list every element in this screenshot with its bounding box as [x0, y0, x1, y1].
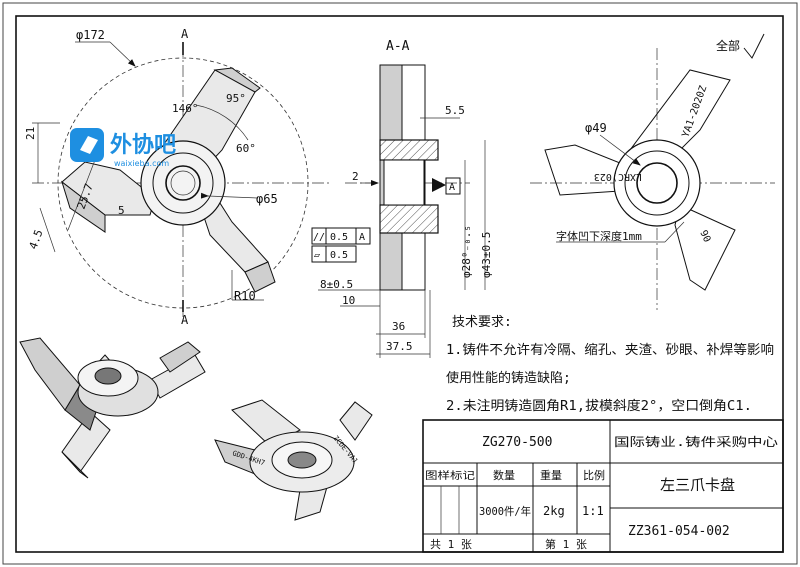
section-title: A-A — [386, 39, 410, 54]
dim-4-5: 4.5 — [27, 228, 46, 251]
dim-phi65: φ65 — [256, 192, 278, 206]
dim-21: 21 — [24, 127, 37, 140]
dim-2: 2 — [352, 170, 359, 183]
dim-10: 10 — [342, 294, 355, 307]
iso-view-left — [19, 337, 206, 479]
cut-mark-a-top: A — [181, 27, 189, 41]
mark-90: 90 — [697, 229, 712, 245]
material-cell: ZG270-500 — [482, 435, 552, 450]
drawing-number: ZZ361-054-002 — [628, 524, 730, 539]
dim-60: 60° — [236, 142, 256, 155]
scale-value: 1:1 — [582, 504, 604, 518]
front-view: A A φ172 146° 95° 60° 21 25.7 5 4.5 φ65 — [24, 27, 330, 327]
tech-requirements: 技术要求: 1.铸件不允许有冷隔、缩孔、夹渣、砂眼、补焊等影响 使用性能的铸造缺… — [446, 315, 774, 414]
header-drawing-mark: 图样标记 — [425, 469, 475, 482]
section-view: A-A A 2 5.5 // 0.5 A ▱ 0.5 8±0.5 10 36 3 — [311, 39, 493, 358]
sheets-total: 共 1 张 — [430, 538, 472, 551]
dim-146: 146° — [172, 102, 199, 115]
dim-phi43: φ43±0.5 — [480, 232, 493, 278]
header-scale: 比例 — [583, 468, 605, 482]
dim-r10: R10 — [234, 289, 256, 303]
header-weight: 重量 — [540, 468, 562, 482]
dim-8: 8±0.5 — [320, 278, 353, 291]
title-block: ZG270-500 国际铸业.铸件采购中心 图样标记 数量 重量 比例 3000… — [422, 419, 784, 553]
dim-phi49: φ49 — [585, 121, 607, 135]
dim-outer-diameter: φ172 — [76, 28, 105, 42]
tol-flatness-value: 0.5 — [330, 250, 348, 261]
inner-border — [15, 15, 784, 553]
weight-value: 2kg — [543, 504, 565, 518]
mark-top: YA1-2020Z — [680, 84, 709, 139]
dim-37-5: 37.5 — [386, 340, 413, 353]
sheet-number: 第 1 张 — [545, 537, 587, 551]
datum-a: A — [449, 182, 455, 193]
cut-mark-a-bottom: A — [181, 313, 189, 327]
tol-parallel-value: 0.5 — [330, 232, 348, 243]
dim-5: 5 — [118, 204, 125, 217]
tech-line3: 2.未注明铸造圆角R1,拔模斜度2°，空口倒角C1. — [446, 398, 752, 414]
quantity-value: 3000件/年 — [479, 504, 531, 518]
dim-36: 36 — [392, 320, 405, 333]
header-quantity: 数量 — [493, 469, 515, 482]
roughness-label: 全部 — [716, 38, 740, 53]
tech-heading: 技术要求: — [452, 315, 512, 330]
company-cell: 国际铸业.铸件采购中心 — [614, 434, 778, 449]
watermark-logo: 外协吧 waixieba.com — [70, 128, 176, 168]
rear-view: 全部 YA1-2020Z LXRC)023 90 φ49 字体凹下深度1mm — [530, 33, 775, 310]
part-name: 左三爪卡盘 — [660, 476, 735, 494]
engrave-note: 字体凹下深度1mm — [556, 229, 642, 243]
watermark-url: waixieba.com — [114, 159, 169, 168]
dim-phi28: φ28⁰₋₀.₅ — [460, 225, 473, 278]
dim-95: 95° — [226, 92, 246, 105]
watermark-name: 外协吧 — [110, 132, 176, 158]
tol-parallel-symbol: // — [313, 232, 325, 243]
mark-center: LXRC)023 — [594, 171, 642, 182]
iso-view-right: GDD-4KH7 ZCDE-VA1 — [214, 399, 373, 521]
tech-line2: 使用性能的铸造缺陷; — [446, 370, 571, 386]
tech-line1: 1.铸件不允许有冷隔、缩孔、夹渣、砂眼、补焊等影响 — [446, 342, 774, 358]
dim-5-5: 5.5 — [445, 104, 465, 117]
tol-parallel-ref: A — [359, 232, 365, 243]
tol-flatness-symbol: ▱ — [314, 250, 320, 261]
